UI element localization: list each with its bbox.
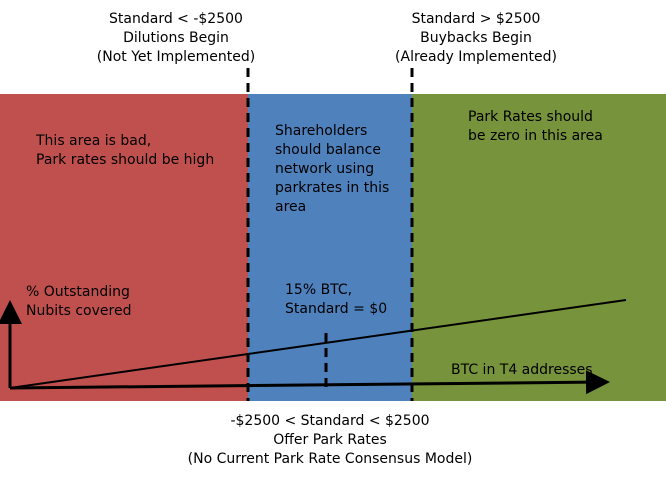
- zero-park-zone-line-1: Park Rates should: [468, 109, 593, 125]
- x-axis: [9, 370, 610, 395]
- bad-zone-line-1: This area is bad,: [36, 133, 152, 149]
- balance-zone-line-3: network using: [275, 161, 375, 177]
- buyback-threshold-label: Standard > $2500 Buybacks Begin (Already…: [386, 10, 566, 67]
- buyback-action: Buybacks Begin: [420, 30, 532, 46]
- zero-park-zone: [412, 94, 666, 401]
- balance-zone-text: Shareholders should balance network usin…: [275, 122, 389, 217]
- bad-zone: [0, 94, 248, 401]
- midpoint-label-line-1: 15% BTC,: [285, 282, 353, 298]
- bad-zone-line-2: Park rates should be high: [36, 152, 215, 168]
- dilution-action: Dilutions Begin: [123, 30, 229, 46]
- park-rate-action: Offer Park Rates: [273, 432, 387, 448]
- balance-zone-line-5: area: [275, 199, 307, 215]
- y-axis-label-line-1: % Outstanding: [26, 284, 130, 300]
- y-axis-label: % Outstanding Nubits covered: [26, 283, 131, 321]
- zero-park-zone-text: Park Rates should be zero in this area: [468, 108, 603, 146]
- balance-zone-line-2: should balance: [275, 142, 381, 158]
- park-rate-status: (No Current Park Rate Consensus Model): [187, 451, 473, 467]
- balance-zone-line-4: parkrates in this: [275, 180, 390, 196]
- midpoint-label: 15% BTC, Standard = $0: [285, 281, 387, 319]
- y-axis-label-line-2: Nubits covered: [26, 303, 132, 319]
- dilution-threshold-label: Standard < -$2500 Dilutions Begin (Not Y…: [86, 10, 266, 67]
- dilution-condition: Standard < -$2500: [109, 11, 243, 27]
- park-rate-condition: -$2500 < Standard < $2500: [230, 413, 430, 429]
- bad-zone-text: This area is bad, Park rates should be h…: [36, 132, 214, 170]
- midpoint-label-line-2: Standard = $0: [285, 301, 388, 317]
- x-axis-label: BTC in T4 addresses: [451, 362, 593, 378]
- dilution-status: (Not Yet Implemented): [96, 49, 256, 65]
- buyback-status: (Already Implemented): [395, 49, 557, 65]
- park-rate-range-label: -$2500 < Standard < $2500 Offer Park Rat…: [170, 412, 490, 469]
- trend-line: [9, 299, 627, 389]
- zero-park-zone-line-2: be zero in this area: [468, 128, 603, 144]
- balance-zone-line-1: Shareholders: [275, 123, 368, 139]
- buyback-condition: Standard > $2500: [411, 11, 541, 27]
